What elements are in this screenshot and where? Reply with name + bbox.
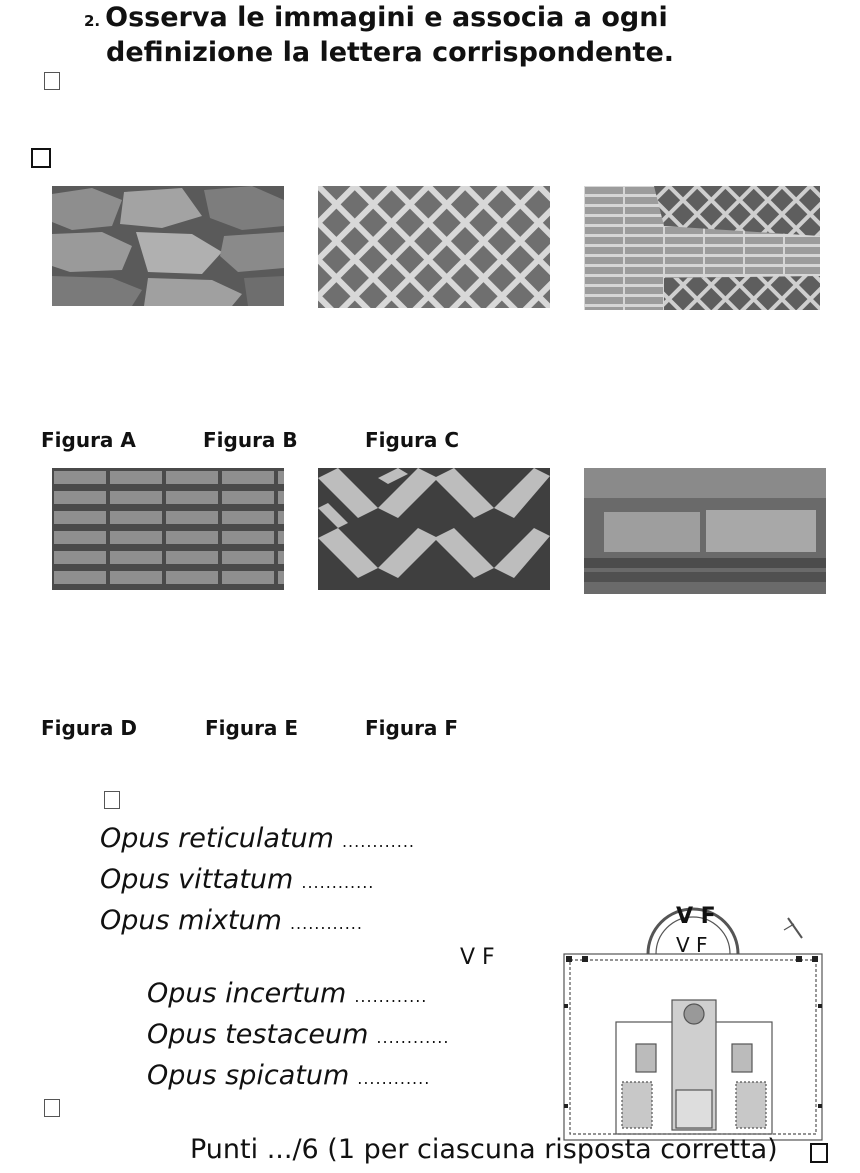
option-row[interactable]: Opus spicatum............ <box>147 1060 430 1095</box>
photo-opus-testaceum <box>52 468 284 590</box>
answer-blank[interactable]: ............ <box>357 1069 431 1088</box>
option-label: Opus mixtum <box>100 905 282 936</box>
photo-opus-mixtum <box>584 186 820 310</box>
empty-checkbox-large[interactable] <box>31 148 51 168</box>
exercise-number: 2. <box>84 12 101 30</box>
option-label: Opus incertum <box>147 978 347 1009</box>
score-line: Punti .../6 (1 per ciascuna risposta cor… <box>190 1134 778 1166</box>
option-label: Opus testaceum <box>147 1019 369 1050</box>
option-label: Opus spicatum <box>147 1060 350 1091</box>
instruction-line-1: Osserva le immagini e associa a ogni <box>105 2 668 33</box>
score-text: Punti .../6 (1 per ciascuna risposta cor… <box>190 1134 778 1165</box>
empty-checkbox[interactable] <box>44 72 60 90</box>
empty-checkbox[interactable] <box>44 1099 60 1117</box>
empty-checkbox[interactable] <box>104 791 120 809</box>
photo-opus-incertum <box>52 186 284 306</box>
caption-figura-b: Figura B <box>203 428 298 452</box>
caption-figura-a: Figura A <box>41 428 136 452</box>
building-plan-image: V F V F <box>556 904 830 1144</box>
answer-blank[interactable]: ............ <box>354 987 428 1006</box>
option-row[interactable]: Opus mixtum............ <box>100 905 363 940</box>
caption-figura-e: Figura E <box>205 716 299 740</box>
photo-opus-reticulatum <box>318 186 550 308</box>
true-false-mark: V F <box>676 933 708 957</box>
option-label: Opus reticulatum <box>100 823 334 854</box>
option-row[interactable]: Opus vittatum............ <box>100 864 374 899</box>
exercise-instruction: 2.Osserva le immagini e associa a ogni d… <box>84 2 674 69</box>
answer-blank[interactable]: ............ <box>301 873 375 892</box>
caption-figura-c: Figura C <box>365 428 460 452</box>
true-false-mark: V F <box>676 904 716 929</box>
option-row[interactable]: Opus reticulatum............ <box>100 823 415 858</box>
caption-figura-d: Figura D <box>41 716 137 740</box>
photo-opus-vittatum <box>584 468 826 594</box>
answer-blank[interactable]: ............ <box>341 832 415 851</box>
score-checkbox[interactable] <box>810 1143 828 1163</box>
answer-blank[interactable]: ............ <box>376 1028 450 1047</box>
answer-blank[interactable]: ............ <box>289 914 363 933</box>
true-false-mark: V F <box>460 945 495 970</box>
option-row[interactable]: Opus incertum............ <box>147 978 427 1013</box>
instruction-line-2: definizione la lettera corrispondente. <box>106 37 675 68</box>
caption-figura-f: Figura F <box>365 716 459 740</box>
option-label: Opus vittatum <box>100 864 294 895</box>
option-row[interactable]: Opus testaceum............ <box>147 1019 449 1054</box>
photo-opus-spicatum <box>318 468 550 590</box>
